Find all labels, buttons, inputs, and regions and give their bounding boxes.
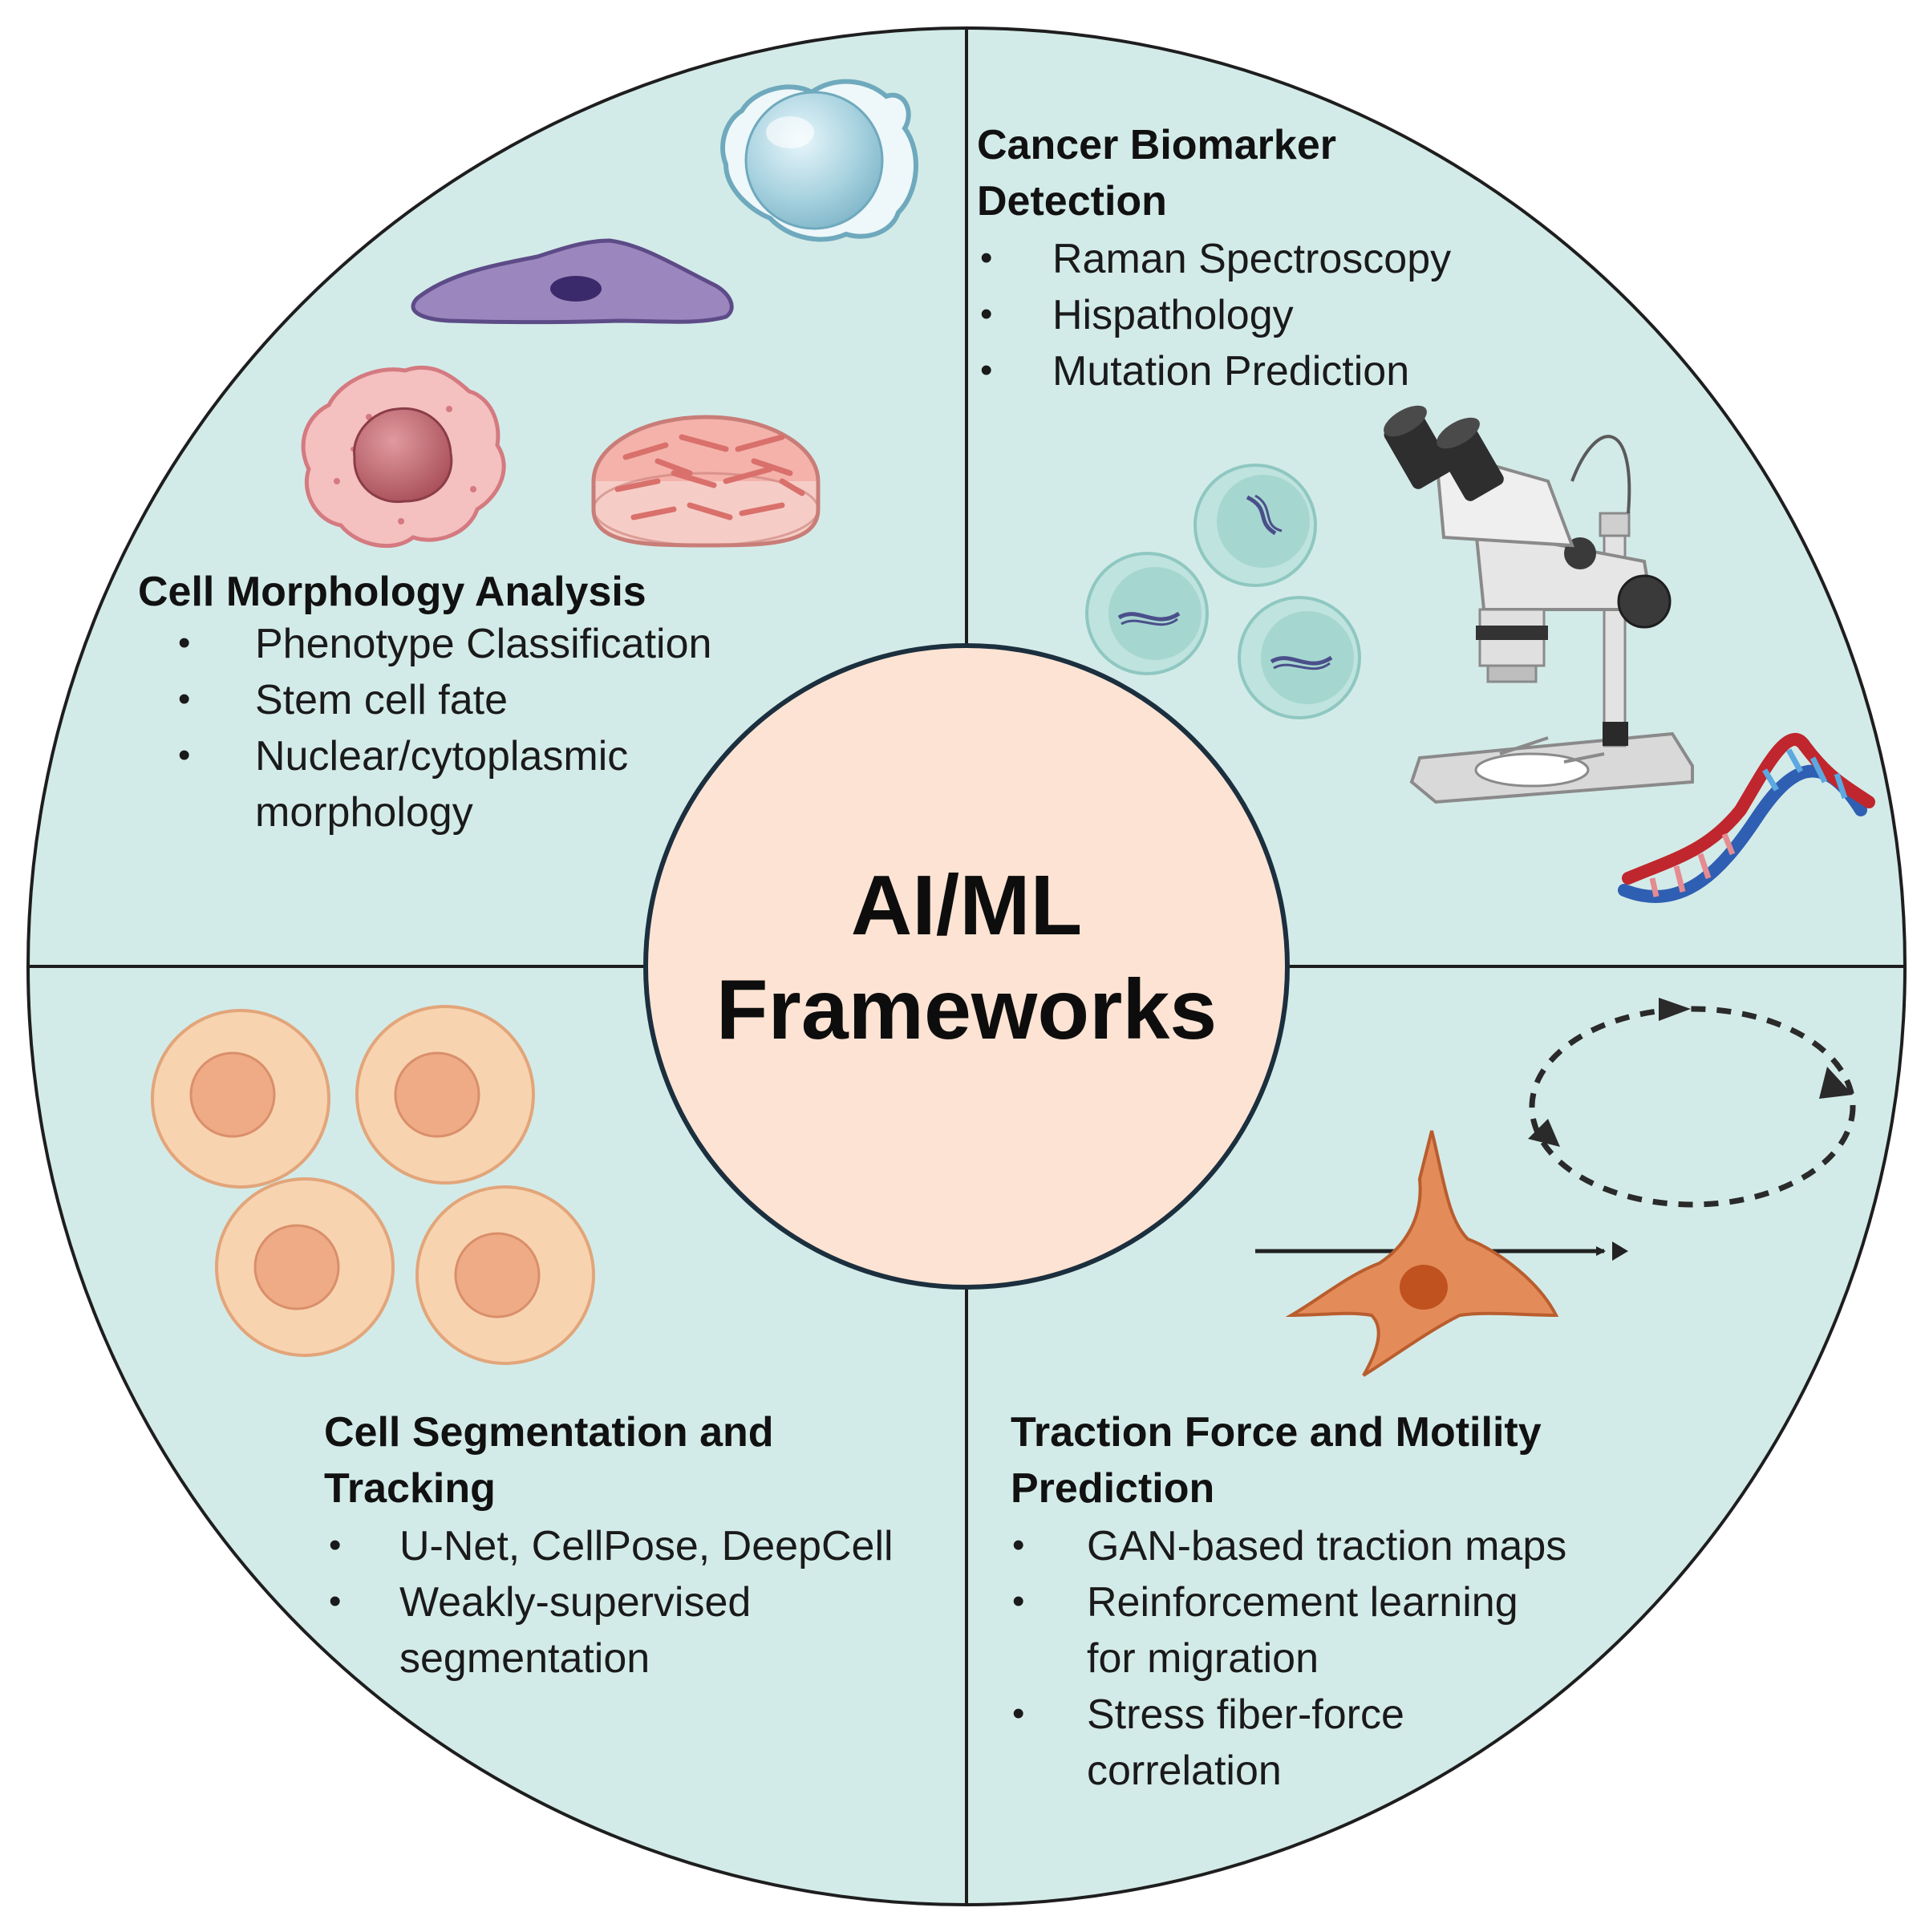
microscope-icon — [1384, 405, 1694, 804]
quadrant-cell-morphology: Cell Morphology Analysis • Phenotype Class… — [138, 569, 711, 836]
quadrant-title: Cell Morphology Analysis — [138, 569, 646, 615]
segmented-cell-icon — [415, 1185, 595, 1365]
bullet-point: • — [178, 735, 190, 775]
quadrant-list-item: Reinforcement learning — [1087, 1579, 1518, 1626]
quadrant-title: Traction Force and Motility — [1011, 1409, 1542, 1456]
purple-fibroblast-cell-icon — [411, 238, 734, 324]
quadrant-list-item: morphology — [255, 789, 473, 836]
bullet-point: • — [329, 1582, 341, 1621]
quadrant-title: Tracking — [324, 1465, 496, 1512]
dna-helix-icon — [1618, 733, 1875, 903]
cycle-arrows-icon — [1528, 998, 1856, 1208]
center-title-line2: Frameworks — [716, 962, 1218, 1057]
bullet-point: • — [980, 294, 992, 334]
quadrant-list-item: Nuclear/cytoplasmic — [255, 733, 628, 780]
quadrant-list-item: for migration — [1087, 1635, 1319, 1682]
migrating-cell-icon — [1255, 1130, 1628, 1377]
center-title-line1: AI/ML — [851, 858, 1083, 953]
quadrant-list-item: U-Net, CellPose, DeepCell — [399, 1523, 894, 1569]
bullet-point: • — [980, 350, 992, 390]
bullet-point: • — [1012, 1694, 1024, 1733]
quadrant-list-item: Raman Spectroscopy — [1052, 236, 1451, 282]
quadrant-list-item: Stress fiber-force — [1087, 1691, 1404, 1738]
petri-dish-icon — [591, 415, 821, 548]
segmented-cell-icon — [215, 1177, 395, 1357]
quadrant-title: Cell Segmentation and — [324, 1409, 774, 1456]
bullet-point: • — [1012, 1525, 1024, 1565]
quadrant-title: Cancer Biomarker — [977, 122, 1336, 168]
quadrant-title: Prediction — [1011, 1465, 1214, 1512]
segmented-cell-icon — [355, 1005, 535, 1185]
bullet-point: • — [178, 679, 190, 719]
blue-immune-cell-icon — [720, 79, 918, 242]
bullet-point: • — [980, 238, 992, 277]
quadrant-list-item: Stem cell fate — [255, 677, 508, 723]
quadrant-list-item: Hispathology — [1052, 292, 1294, 338]
bullet-point: • — [178, 623, 190, 662]
quadrant-list-item: segmentation — [399, 1635, 650, 1682]
dna-droplet-icon — [1193, 464, 1317, 587]
quadrant-list-item: Mutation Prediction — [1052, 348, 1409, 395]
dna-droplet-icon — [1085, 552, 1209, 675]
quadrant-list-item: correlation — [1087, 1748, 1282, 1794]
center-circle — [643, 643, 1290, 1290]
bullet-point: • — [329, 1525, 341, 1565]
quadrant-list-item: GAN-based traction maps — [1087, 1523, 1566, 1569]
segmented-cell-icon — [151, 1009, 330, 1189]
dna-droplet-icon — [1238, 596, 1361, 719]
pink-cancer-cell-icon — [301, 365, 506, 549]
quadrant-title: Detection — [977, 178, 1167, 225]
quadrant-list-item: Phenotype Classification — [255, 621, 711, 667]
bullet-point: • — [1012, 1582, 1024, 1621]
quadrant-list-item: Weakly-supervised — [399, 1579, 751, 1626]
